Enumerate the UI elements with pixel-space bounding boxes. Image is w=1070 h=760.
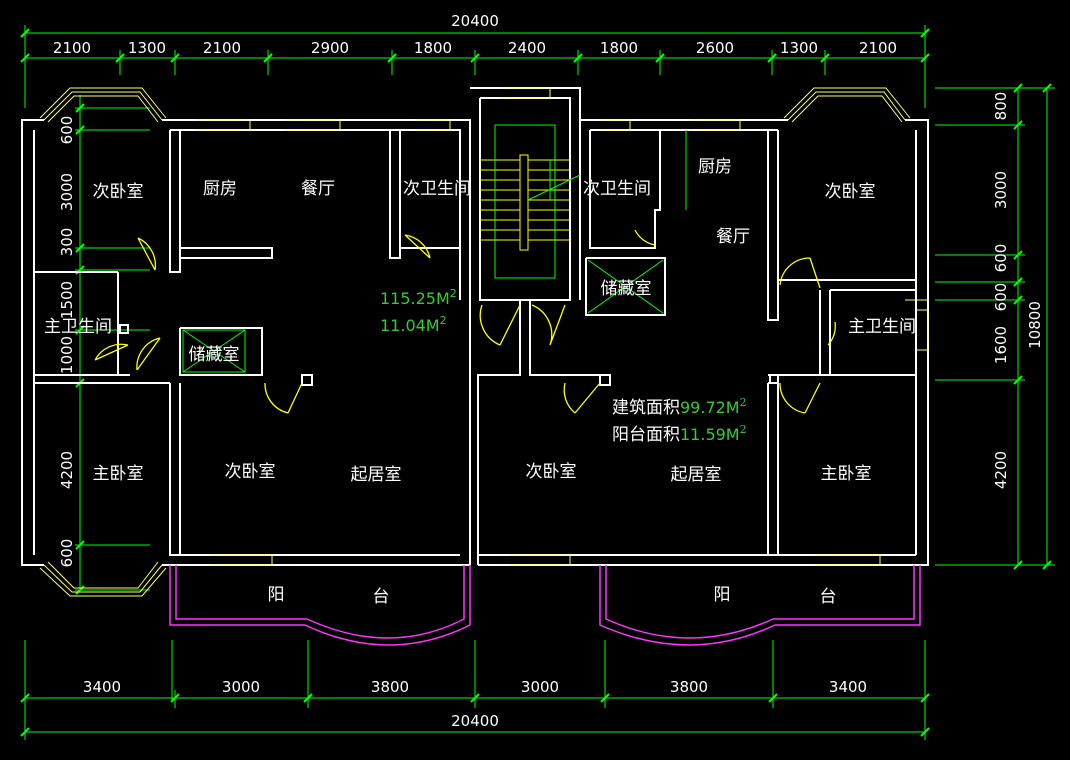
dimension-labels: 20400 2100 1300 2100 2900 1800 2400 1800… — [53, 12, 1044, 730]
room-label: 次卧室 — [526, 462, 577, 482]
room-label: 储藏室 — [601, 279, 652, 299]
right-dim: 600 — [992, 283, 1010, 312]
room-labels: 次卧室 厨房 餐厅 次卫生间 主卫生间 储藏室 主卧室 次卧室 起居室 阳 台 … — [44, 157, 916, 607]
dimension-tick — [75, 125, 85, 135]
room-label: 次卧室 — [93, 182, 144, 202]
bottom-dim: 3000 — [521, 678, 559, 696]
bottom-dim: 3800 — [371, 678, 409, 696]
right-balcony-area: 阳台面积11.59M2 — [612, 423, 747, 445]
room-label: 台 — [820, 587, 837, 607]
dimension-tick — [20, 53, 30, 63]
room-label: 主卫生间 — [848, 317, 916, 337]
dimension-tick — [75, 585, 85, 595]
dimension-tick — [655, 53, 665, 63]
dimension-tick — [1013, 277, 1023, 287]
dimension-tick — [470, 53, 480, 63]
left-dim: 1000 — [58, 336, 76, 374]
dimension-tick — [387, 53, 397, 63]
right-total-dim: 10800 — [1026, 301, 1044, 349]
right-dim: 1600 — [992, 326, 1010, 364]
dimension-tick — [75, 325, 85, 335]
dimension-tick — [75, 540, 85, 550]
room-label: 主卧室 — [93, 464, 144, 484]
walls — [21, 87, 929, 597]
top-dim: 2100 — [859, 39, 897, 57]
top-dim: 1800 — [414, 39, 452, 57]
dimension-tick — [170, 53, 180, 63]
dimension-tick — [115, 53, 125, 63]
dimension-tick — [820, 53, 830, 63]
dimension-tick — [767, 53, 777, 63]
top-dim: 1800 — [600, 39, 638, 57]
doors — [94, 229, 836, 414]
staircase — [480, 124, 581, 279]
bottom-dim: 3000 — [222, 678, 260, 696]
dimension-tick — [20, 693, 30, 703]
dimension-tick — [1013, 250, 1023, 260]
room-label: 厨房 — [203, 179, 237, 199]
top-dim: 2100 — [53, 39, 91, 57]
room-label: 阳 — [714, 585, 731, 605]
room-label: 餐厅 — [716, 227, 750, 247]
storage-marks — [182, 259, 664, 373]
room-label: 次卫生间 — [403, 179, 471, 199]
dimension-tick — [1013, 295, 1023, 305]
top-total-dim: 20400 — [451, 12, 499, 30]
room-label: 起居室 — [671, 465, 722, 485]
room-label: 阳 — [268, 585, 285, 605]
dimension-tick — [1013, 375, 1023, 385]
left-building-area: 115.25M2 — [380, 287, 457, 308]
room-label: 主卫生间 — [44, 317, 112, 337]
left-dim: 1500 — [58, 281, 76, 319]
room-label: 次卧室 — [825, 182, 876, 202]
room-label: 主卧室 — [821, 464, 872, 484]
dimension-tick — [75, 243, 85, 253]
dimension-tick — [1013, 560, 1023, 570]
left-dim: 3000 — [58, 173, 76, 211]
room-label: 台 — [373, 587, 390, 607]
left-balcony-area: 11.04M2 — [380, 314, 447, 335]
right-dim: 4200 — [992, 451, 1010, 489]
bottom-dim: 3800 — [670, 678, 708, 696]
balconies — [169, 565, 921, 700]
dimension-tick — [920, 693, 930, 703]
dimension-tick — [263, 53, 273, 63]
left-dim: 600 — [58, 116, 76, 145]
dimension-tick — [170, 693, 180, 703]
room-label: 起居室 — [351, 465, 402, 485]
dimension-tick — [1013, 83, 1023, 93]
room-label: 厨房 — [698, 157, 732, 177]
top-dim: 1300 — [128, 39, 166, 57]
right-dim: 3000 — [992, 171, 1010, 209]
bottom-total-dim: 20400 — [451, 712, 499, 730]
bottom-dim: 3400 — [83, 678, 121, 696]
top-dim: 2100 — [203, 39, 241, 57]
room-label: 次卫生间 — [583, 179, 651, 199]
left-dim: 4200 — [58, 451, 76, 489]
dimension-tick — [573, 53, 583, 63]
right-dim: 800 — [992, 92, 1010, 121]
dimension-tick — [75, 103, 85, 113]
bottom-dim: 3400 — [829, 678, 867, 696]
dimension-tick — [1013, 120, 1023, 130]
dimension-lines — [20, 25, 1055, 740]
right-building-area: 建筑面积99.72M2 — [612, 396, 747, 418]
left-dim: 600 — [58, 539, 76, 568]
room-label: 储藏室 — [189, 345, 240, 365]
dimension-tick — [920, 53, 930, 63]
top-dim: 2900 — [311, 39, 349, 57]
room-label: 次卧室 — [225, 462, 276, 482]
right-dim: 600 — [992, 244, 1010, 273]
top-dim: 2400 — [508, 39, 546, 57]
top-dim: 2600 — [696, 39, 734, 57]
room-label: 餐厅 — [301, 179, 335, 199]
area-labels: 115.25M2 11.04M2 建筑面积99.72M2 阳台面积11.59M2 — [380, 287, 747, 445]
top-dim: 1300 — [780, 39, 818, 57]
left-dim: 300 — [58, 228, 76, 257]
